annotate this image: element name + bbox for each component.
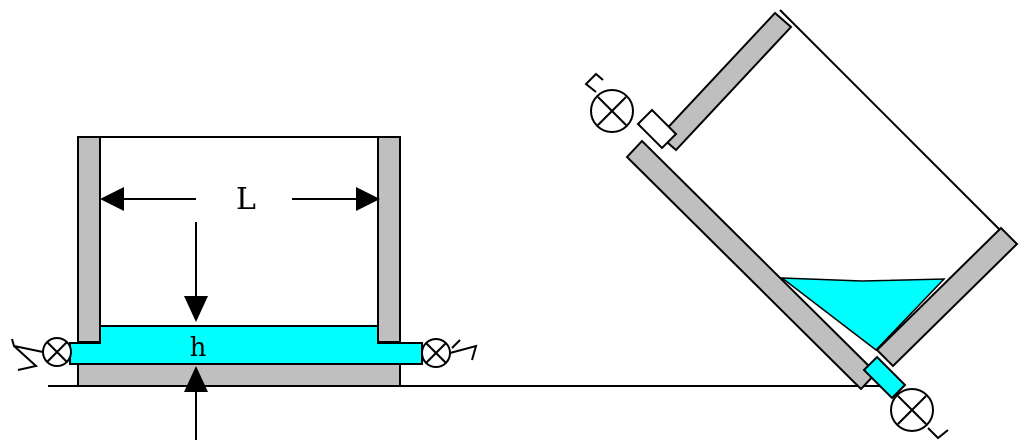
tilted-water: [779, 277, 946, 352]
right-wall: [377, 136, 401, 343]
tilted-upper-wall: [658, 11, 793, 152]
water-layer: [69, 325, 423, 365]
tilted-right-wall: [875, 226, 1019, 368]
upper-pipe: [636, 108, 678, 150]
height-label: h: [190, 333, 207, 363]
left-wall: [77, 136, 101, 343]
tank-top-edge: [779, 9, 1011, 241]
valve-icon: [584, 72, 634, 133]
lower-pipe: [862, 355, 907, 400]
valve-icon: [11, 337, 72, 371]
tilted-bottom-wall: [625, 139, 878, 391]
valve-icon: [890, 388, 949, 440]
valve-icon: [421, 338, 478, 368]
length-label: L: [236, 182, 256, 217]
bottom-slab: [77, 363, 401, 387]
height-dimension: [184, 222, 208, 440]
tilted-tank: [584, 9, 1019, 440]
length-dimension: [100, 187, 380, 211]
upright-tank: L h: [11, 136, 880, 440]
